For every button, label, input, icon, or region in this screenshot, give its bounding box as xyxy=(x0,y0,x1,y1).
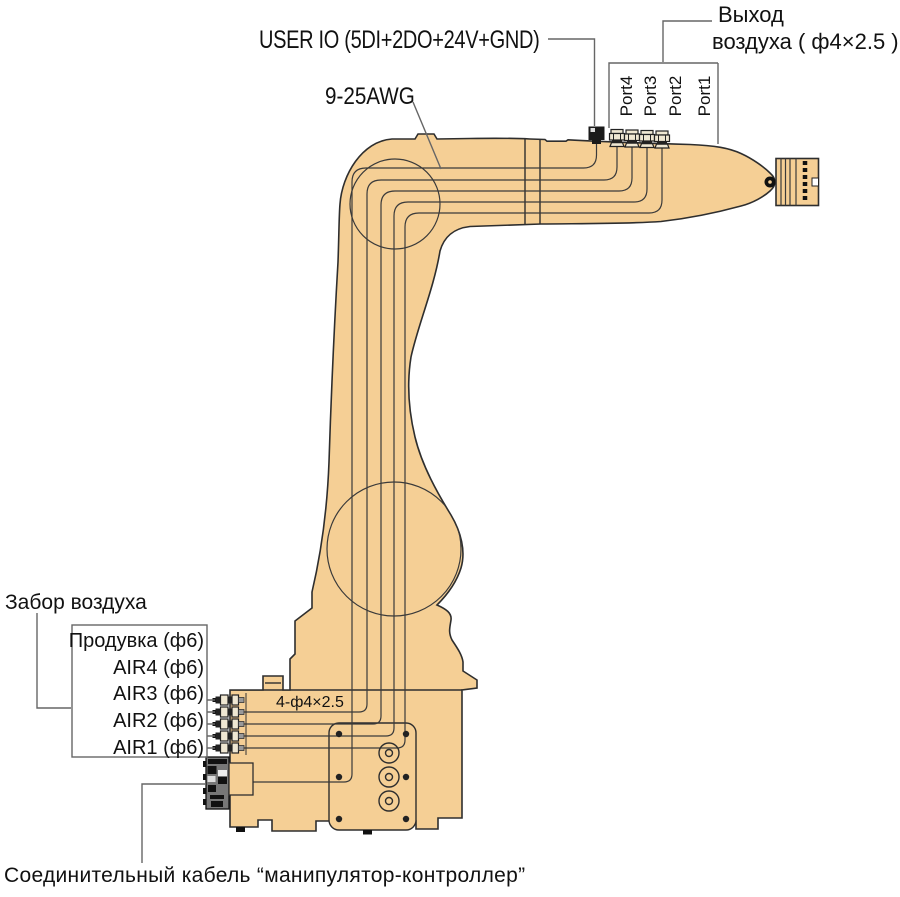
controller-cable-label: Соединительный кабель “манипулятор-контр… xyxy=(4,864,526,887)
port-fitting xyxy=(623,129,641,148)
air-outlet-label-line1: Выход xyxy=(718,2,784,27)
air-intake-item: AIR4 (ф6) xyxy=(113,657,204,679)
port-fitting xyxy=(653,130,671,149)
air-intake-title: Забор воздуха xyxy=(5,591,147,614)
air-intake-fittings xyxy=(212,693,247,755)
air-intake-item: Продувка (ф6) xyxy=(68,630,204,652)
user-io-connector xyxy=(588,126,605,144)
port3-label: Port3 xyxy=(641,75,660,117)
air-outlet-label-line2: воздуха ( ф4×2.5 ) xyxy=(712,29,899,54)
leader-lines xyxy=(36,20,719,863)
cable-lines xyxy=(243,141,663,783)
wrist-flange xyxy=(764,157,820,207)
user-io-label: USER IO (5DI+2DO+24V+GND) xyxy=(259,26,540,54)
base-ports-label: 4-ф4×2.5 xyxy=(276,694,344,711)
air-port-fittings xyxy=(608,128,671,149)
port-fitting xyxy=(638,129,656,149)
air-intake-item: AIR2 (ф6) xyxy=(113,710,204,732)
port4-label: Port4 xyxy=(617,75,636,117)
controller-cable-connector xyxy=(203,756,254,810)
base-cover-plate-details xyxy=(335,730,410,823)
intake-fitting xyxy=(212,730,245,742)
base-cover-plate xyxy=(328,722,417,831)
air-intake-item: AIR3 (ф6) xyxy=(113,683,204,705)
port1-label: Port1 xyxy=(695,75,714,117)
port2-label: Port2 xyxy=(666,75,685,117)
intake-fitting xyxy=(212,742,245,754)
port-fitting xyxy=(608,128,626,148)
robot-body xyxy=(229,133,776,832)
base-pad xyxy=(236,827,245,832)
base-pad xyxy=(363,830,372,835)
wire-gauge-label: 9-25AWG xyxy=(325,83,415,110)
robot-silhouette xyxy=(229,133,776,832)
air-intake-item: AIR1 (ф6) xyxy=(113,737,204,759)
